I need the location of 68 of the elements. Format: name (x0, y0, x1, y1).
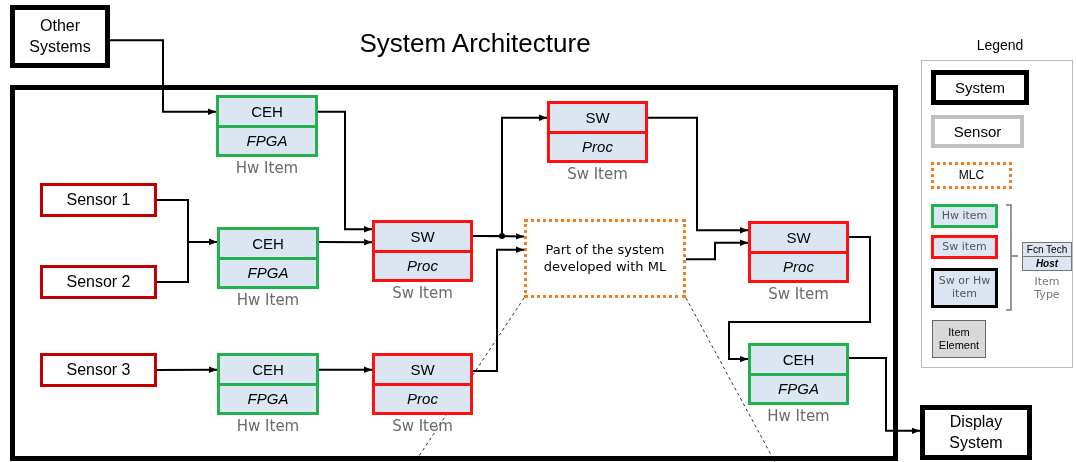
node-label: Part of the system developed with ML (542, 241, 668, 276)
function-cell-text: SW (785, 227, 812, 248)
hw-item-box (217, 353, 319, 415)
item-type-caption: Hw Item (766, 407, 831, 425)
item-type-caption: Sw Item (391, 417, 454, 435)
function-cell-text: SW (409, 226, 436, 247)
ml-part-box (524, 219, 686, 298)
host-cell: Proc (751, 250, 846, 280)
sw-item-box (547, 101, 648, 163)
legend-heading: Legend (975, 35, 1025, 55)
system-box (920, 405, 1032, 460)
legend-key: Sw or Hw item (931, 268, 998, 308)
sensor-box (40, 183, 157, 217)
arrow (156, 366, 218, 373)
system-boundary-frame (10, 85, 898, 461)
arrow (156, 238, 218, 283)
function-cell-text: SW (409, 359, 436, 380)
host-cell: FPGA (219, 124, 315, 154)
arrow (685, 239, 749, 261)
legend-key: MLC (931, 162, 1012, 189)
system-box (10, 5, 110, 68)
hw-item-box (216, 95, 318, 157)
legend-key: Hw item (931, 204, 998, 228)
host-cell: FPGA (220, 256, 316, 286)
function-cell: Fcn Tech (1022, 242, 1072, 257)
node-label: Sensor 2 (66, 271, 131, 292)
item-type-caption: Hw Item (235, 291, 301, 309)
sw-item-box (748, 221, 849, 283)
function-cell-text: CEH (781, 349, 816, 370)
host-cell: Host (1022, 257, 1072, 271)
item-type-caption: Hw Item (234, 159, 300, 177)
sensor-box (40, 353, 157, 387)
item-type-caption: Sw Item (566, 165, 629, 183)
function-cell-text: CEH (251, 233, 285, 254)
host-cell: FPGA (220, 382, 316, 412)
hw-item-box (748, 343, 849, 405)
function-cell-text: CEH (250, 101, 284, 122)
legend-key: Item Element (932, 320, 986, 358)
item-type-caption: Item Type (1033, 273, 1061, 303)
node-label: Sensor 1 (66, 189, 131, 210)
item-type-caption: Sw Item (767, 285, 830, 303)
diagram-title: System Architecture (358, 28, 592, 59)
legend-key: Sensor (931, 115, 1024, 148)
arrow (647, 116, 749, 234)
arrow (472, 246, 525, 372)
sw-item-box (372, 353, 473, 415)
item-type-caption: Hw Item (235, 417, 301, 435)
arrow (318, 366, 373, 373)
sw-item-box (372, 220, 473, 282)
host-cell: Proc (550, 130, 645, 160)
arrow (318, 239, 373, 246)
arrow (728, 236, 871, 363)
host-cell: Proc (375, 249, 470, 279)
item-type-caption: Sw Item (391, 284, 454, 302)
arrow (317, 110, 373, 233)
legend-key: System (931, 70, 1029, 105)
node-label: Display System (948, 411, 1004, 453)
host-cell: FPGA (751, 372, 846, 402)
arrow (109, 39, 217, 115)
arrow (848, 356, 921, 435)
host-cell: Proc (375, 382, 470, 412)
node-label: Sensor 3 (66, 359, 131, 380)
hw-item-box (217, 227, 319, 289)
sensor-box (40, 265, 157, 299)
node-label: Other Systems (28, 15, 92, 57)
function-cell-text: CEH (251, 359, 285, 380)
legend-key: Sw item (931, 235, 998, 259)
function-cell-text: SW (584, 107, 611, 128)
